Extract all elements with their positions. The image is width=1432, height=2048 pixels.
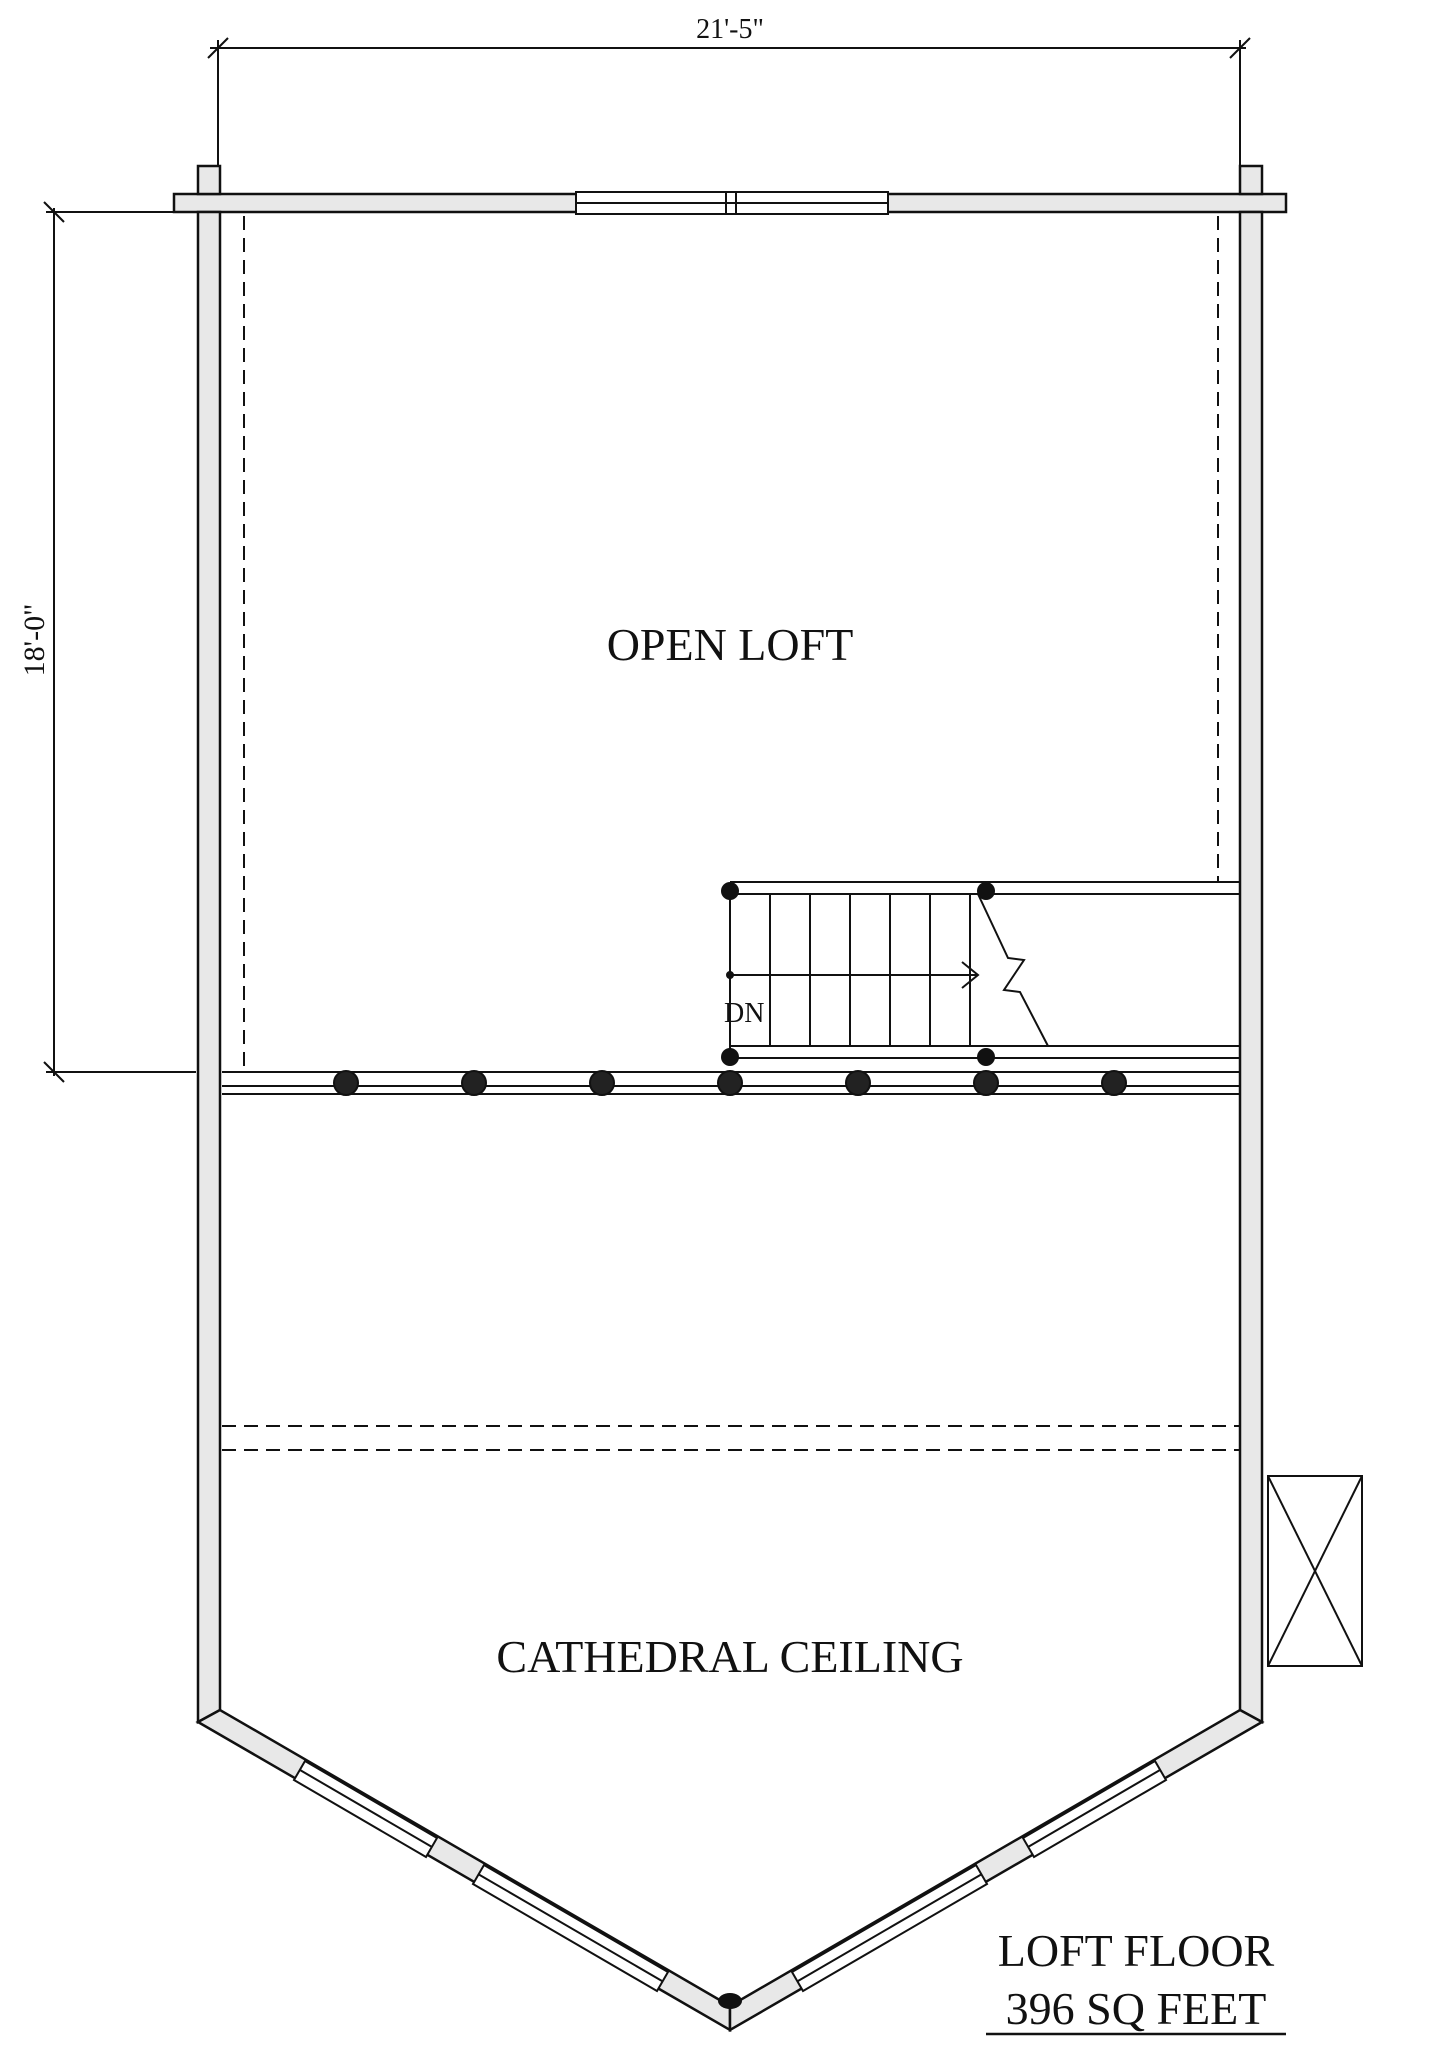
knee-wall-lines [243, 216, 1219, 1068]
depth-dimension [43, 201, 196, 1083]
stair-treads [769, 894, 971, 1046]
floor-area-label: 396 SQ FEET [1006, 1983, 1267, 2034]
floor-name-label: LOFT FLOOR [998, 1925, 1275, 1976]
stair-direction-label: DN [724, 998, 764, 1029]
ceiling-beam-lines [222, 1425, 1240, 1451]
depth-dimension-label: 18'-0" [18, 604, 51, 677]
apex-post [718, 1993, 742, 2009]
railing-posts [333, 1070, 1127, 1096]
gable-windows [292, 1759, 1168, 1993]
room-label-cathedral-ceiling: CATHEDRAL CEILING [496, 1631, 963, 1682]
stair-break-line [977, 893, 1049, 1047]
width-dimension-label: 21'-5" [696, 14, 764, 45]
room-label-open-loft: OPEN LOFT [607, 619, 854, 670]
chimney-chase [1267, 1475, 1363, 1667]
stair-direction-arrow [726, 961, 980, 989]
top-windows [575, 191, 889, 215]
stair-posts [721, 882, 995, 1066]
